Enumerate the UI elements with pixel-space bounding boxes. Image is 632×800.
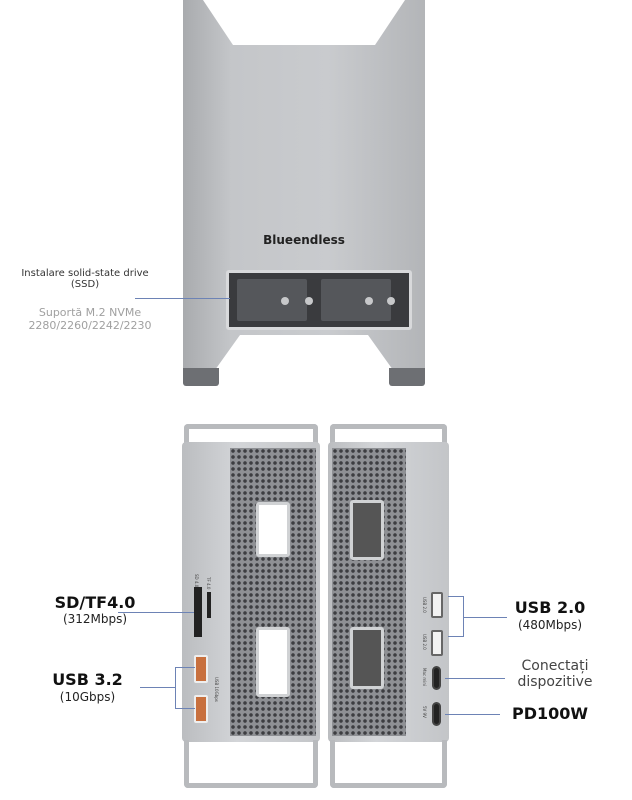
brand-logo: Blueendless <box>263 233 345 247</box>
connect-callout-title: Conectați dispozitive <box>517 658 593 690</box>
handle-top-left <box>184 424 318 444</box>
pd-callout-title: PD100W <box>511 704 589 723</box>
ssd-slot <box>226 270 412 330</box>
foot-right <box>389 368 425 386</box>
usb3-callout-speed: (10Gbps) <box>59 690 116 704</box>
sd-print: SD 4.0 <box>194 574 199 588</box>
sd-slot <box>194 587 202 637</box>
usb3-callout-line-1 <box>175 667 195 668</box>
usb2-callout-line-2 <box>448 636 464 637</box>
sd-callout-line <box>118 612 194 613</box>
usb3-callout-line <box>140 687 175 688</box>
usb2-print-1: USB 2.0 <box>422 597 427 613</box>
pd-print: 5V 9V <box>422 706 427 718</box>
usb2-callout-line <box>463 617 507 618</box>
handle-top-right <box>330 424 447 444</box>
usb3-port-2 <box>194 695 208 723</box>
pd-callout-line <box>445 714 500 715</box>
usb3-port-1 <box>194 655 208 683</box>
enclosure-side-right: USB 2.0 USB 2.0 Mac mini 5V 9V <box>328 442 449 742</box>
usb3-print: USB 10Gbps <box>214 677 219 702</box>
usb2-callout-line-1 <box>448 596 464 597</box>
tf-slot <box>207 592 211 618</box>
usb3-callout-line-2 <box>175 708 195 709</box>
ssd-callout-title: Instalare solid-state drive (SSD) <box>21 268 149 290</box>
connect-callout-line <box>445 678 505 679</box>
foot-left <box>183 368 219 386</box>
sd-callout-speed: (312Mbps) <box>62 612 128 626</box>
usb3-callout-title: USB 3.2 <box>52 670 123 689</box>
mac-print: Mac mini <box>422 668 427 687</box>
usb2-port-1 <box>431 592 443 618</box>
usb2-callout-speed: (480Mbps) <box>517 618 583 632</box>
usb-c-port-pd <box>432 702 441 726</box>
ssd-callout-line <box>135 298 230 299</box>
usb2-callout-bracket <box>463 596 464 636</box>
usb2-port-2 <box>431 630 443 656</box>
sd-callout-title: SD/TF4.0 <box>54 593 136 612</box>
tf-print: TF 4.0 <box>206 577 211 590</box>
handle-bottom-left <box>184 740 318 788</box>
usb3-callout-bracket <box>175 667 176 708</box>
usb2-print-2: USB 2.0 <box>422 634 427 650</box>
usb-c-port-mac <box>432 666 441 690</box>
enclosure-side-left: SD 4.0 TF 4.0 USB 10Gbps <box>182 442 320 742</box>
handle-bottom-right <box>330 740 447 788</box>
ssd-callout-support: Suportă M.2 NVMe 2280/2260/2242/2230 <box>28 306 152 332</box>
usb2-callout-title: USB 2.0 <box>514 598 586 617</box>
